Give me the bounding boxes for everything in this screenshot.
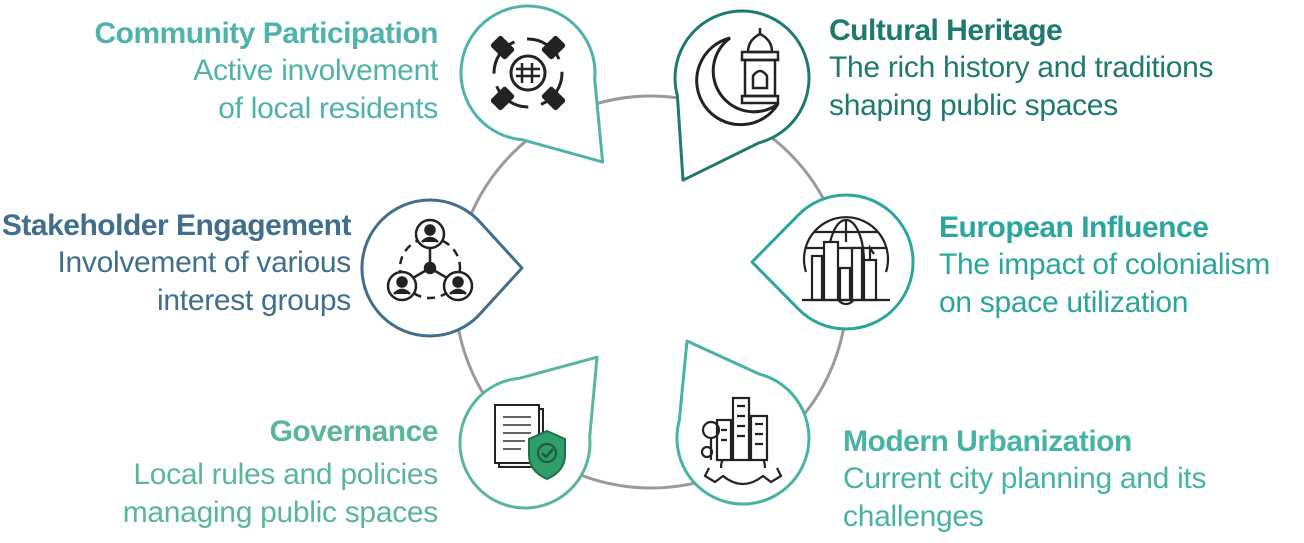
heritage-desc-line2: shaping public spaces [829,89,1118,122]
modern-desc-line1: Current city planning and its [843,462,1207,495]
stakeholder-title: Stakeholder Engagement [1,209,352,242]
pin-stakeholder [360,198,524,338]
community-title: Community Participation [94,17,438,50]
handshake-icon [490,35,566,111]
document-shield-icon [494,404,566,481]
modern-title: Modern Urbanization [843,425,1132,458]
governance-title: Governance [269,415,439,448]
governance-desc-line2: managing public spaces [122,496,439,529]
european-desc-line2: on space utilization [939,286,1189,319]
label-heritage: Cultural Heritage The rich history and t… [829,13,1214,125]
heritage-desc-line1: The rich history and traditions [829,51,1214,84]
label-stakeholder: Stakeholder Engagement Involvement of va… [1,208,352,320]
community-desc-line1: Active involvement [193,54,438,87]
people-network-icon [386,218,474,302]
european-desc-line1: The impact of colonialism [939,248,1270,281]
heritage-title: Cultural Heritage [829,14,1063,47]
stakeholder-desc-line1: Involvement of various [57,246,351,279]
label-modern: Modern Urbanization Current city plannin… [843,424,1206,536]
crescent-lantern-icon [695,28,780,127]
globe-city-icon [802,216,890,306]
label-european: European Influence The impact of colonia… [939,210,1270,322]
european-title: European Influence [939,211,1209,244]
pin-stakeholder-frame [360,198,524,338]
modern-desc-line2: challenges [843,500,984,533]
label-community: Community Participation Active involveme… [94,16,438,128]
city-gear-icon [700,396,783,486]
stakeholder-desc-line2: interest groups [157,284,351,317]
label-governance: Governance Local rules and policies mana… [122,414,439,532]
community-desc-line2: of local residents [218,92,438,125]
governance-desc-line1: Local rules and policies [133,458,438,491]
